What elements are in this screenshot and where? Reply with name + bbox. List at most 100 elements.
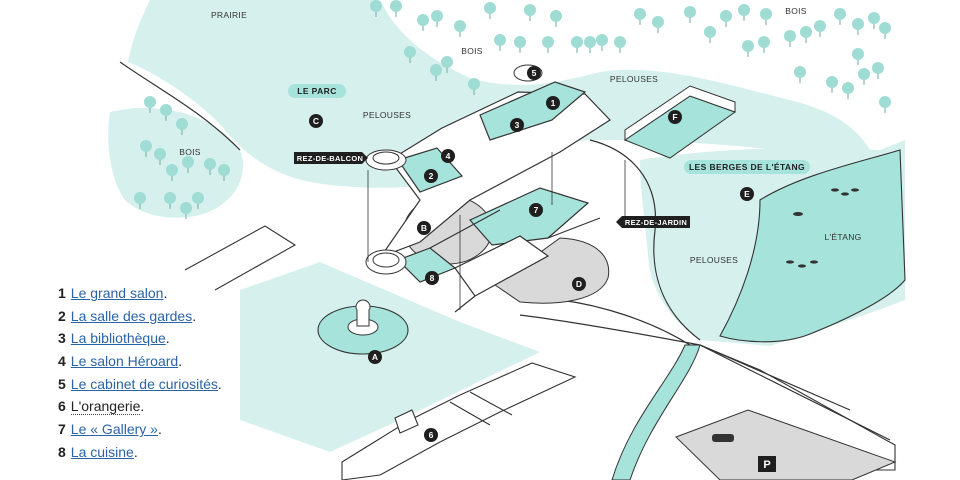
legend-link[interactable]: Le cabinet de curiosités bbox=[70, 375, 218, 392]
tree-icon bbox=[704, 26, 716, 43]
room-marker-4[interactable]: 4 bbox=[441, 149, 455, 163]
legend-number: 6 bbox=[58, 398, 66, 415]
svg-text:1: 1 bbox=[551, 98, 556, 108]
tree-icon bbox=[550, 10, 562, 27]
tree-icon bbox=[596, 34, 608, 51]
tree-icon bbox=[166, 164, 178, 181]
room-marker-7[interactable]: 7 bbox=[529, 203, 543, 217]
fish-icons bbox=[786, 188, 859, 268]
pill-le-parc-bg bbox=[288, 84, 346, 98]
legend-period: . bbox=[140, 398, 145, 415]
greenhouse bbox=[623, 85, 737, 159]
tag-rez-de-balcon: REZ-DE-BALCON bbox=[297, 154, 363, 163]
tree-icon bbox=[842, 82, 854, 99]
tree-icon bbox=[524, 4, 536, 21]
svg-text:E: E bbox=[744, 189, 750, 199]
tree-icon bbox=[542, 36, 554, 53]
tree-icon bbox=[760, 8, 772, 25]
label-bois-left: BOIS bbox=[179, 147, 201, 157]
legend-link[interactable]: Le « Gallery » bbox=[70, 421, 158, 438]
room-marker-3[interactable]: 3 bbox=[510, 118, 524, 132]
tree-icon bbox=[584, 36, 596, 53]
tree-icon bbox=[390, 0, 402, 17]
tag-rez-de-jardin: REZ-DE-JARDIN bbox=[625, 218, 687, 227]
legend-period: . bbox=[178, 353, 183, 370]
guide-lines bbox=[367, 152, 626, 310]
room-marker-5[interactable]: 5 bbox=[527, 66, 541, 80]
room-marker-2[interactable]: 2 bbox=[424, 169, 438, 183]
parking-lot bbox=[675, 409, 897, 480]
zone-marker-a[interactable]: A bbox=[368, 350, 382, 364]
tag-rez-de-balcon-bg bbox=[294, 152, 368, 164]
legend-link[interactable]: La cuisine bbox=[70, 443, 134, 460]
tree-icon bbox=[484, 2, 496, 19]
tree-icon bbox=[738, 4, 750, 21]
label-pelouses-right: PELOUSES bbox=[690, 255, 738, 265]
label-pelouses-top: PELOUSES bbox=[610, 74, 658, 84]
svg-text:C: C bbox=[313, 116, 319, 126]
pond bbox=[719, 149, 906, 343]
tree-icon bbox=[634, 8, 646, 25]
tree-icon bbox=[494, 34, 506, 51]
tree-clusters bbox=[134, 0, 891, 219]
tree-icon bbox=[814, 20, 826, 37]
tree-icon bbox=[758, 36, 770, 53]
legend-period: . bbox=[165, 330, 170, 347]
tree-icon bbox=[180, 202, 192, 219]
zone-marker-d[interactable]: D bbox=[572, 277, 586, 291]
legend-number: 8 bbox=[58, 443, 66, 460]
tree-icon bbox=[872, 62, 884, 79]
tree-icon bbox=[852, 48, 864, 65]
fountain-icon bbox=[355, 299, 371, 327]
svg-text:7: 7 bbox=[534, 205, 539, 215]
tree-icon bbox=[794, 66, 806, 83]
stair-rotunda bbox=[365, 64, 543, 275]
svg-text:2: 2 bbox=[429, 171, 434, 181]
lawn-bottom bbox=[240, 262, 540, 452]
legend-number: 4 bbox=[58, 353, 66, 370]
tree-icon bbox=[784, 30, 796, 47]
svg-text:5: 5 bbox=[532, 68, 537, 78]
zone-marker-b[interactable]: B bbox=[417, 221, 431, 235]
room-marker-6[interactable]: 6 bbox=[424, 428, 438, 442]
legend-link: L'orangerie bbox=[70, 398, 141, 416]
zone-marker-f[interactable]: F bbox=[668, 110, 682, 124]
legend-period: . bbox=[217, 375, 222, 392]
legend-link[interactable]: La bibliothèque bbox=[70, 330, 166, 347]
tree-icon bbox=[879, 96, 891, 113]
svg-text:6: 6 bbox=[429, 430, 434, 440]
legend-period: . bbox=[157, 421, 162, 438]
legend-period: . bbox=[133, 443, 138, 460]
zone-marker-e[interactable]: E bbox=[740, 187, 754, 201]
tree-icon bbox=[468, 78, 480, 95]
tree-icon bbox=[370, 0, 382, 17]
label-bois-right: BOIS bbox=[785, 6, 807, 16]
tree-icon bbox=[571, 36, 583, 53]
tree-icon bbox=[852, 18, 864, 35]
tree-icon bbox=[652, 16, 664, 33]
tree-icon bbox=[182, 156, 194, 173]
legend-number: 7 bbox=[58, 421, 66, 438]
tree-icon bbox=[431, 10, 443, 27]
legend-number: 2 bbox=[58, 307, 66, 324]
tree-icon bbox=[614, 36, 626, 53]
room-marker-8[interactable]: 8 bbox=[425, 271, 439, 285]
zone-marker-c[interactable]: C bbox=[309, 114, 323, 128]
tree-icon bbox=[192, 192, 204, 209]
parking-label: P bbox=[763, 459, 770, 471]
tree-icon bbox=[879, 22, 891, 39]
legend-link[interactable]: Le grand salon bbox=[70, 285, 164, 301]
tree-icon bbox=[154, 148, 166, 165]
tree-icon bbox=[834, 8, 846, 25]
label-bois-top: BOIS bbox=[461, 46, 483, 56]
room-marker-1[interactable]: 1 bbox=[546, 96, 560, 110]
legend-link[interactable]: La salle des gardes bbox=[70, 307, 193, 324]
legend-link[interactable]: Le salon Héroard bbox=[70, 353, 179, 370]
